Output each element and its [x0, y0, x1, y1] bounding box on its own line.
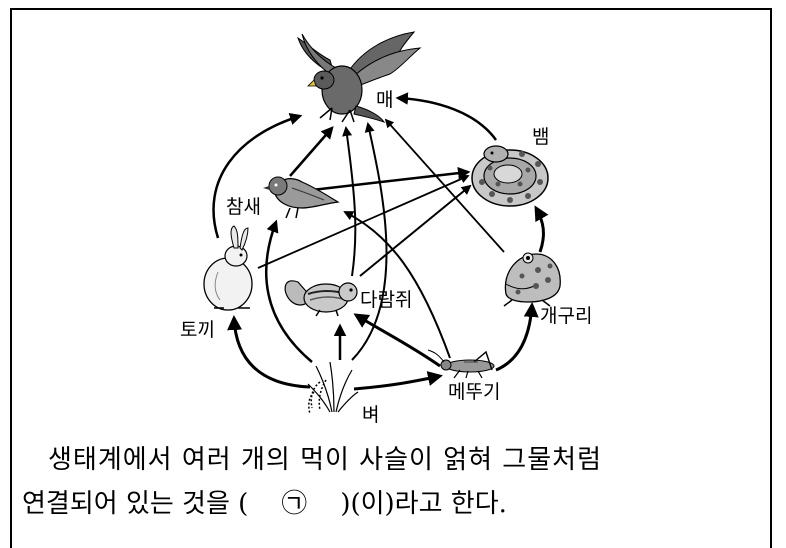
sparrow-icon	[263, 176, 340, 219]
caption-line-2: 연결되어 있는 것을 ( ㉠ )(이)라고 한다.	[22, 482, 762, 526]
snake-icon	[471, 145, 549, 207]
caption-line-2-after: )(이)라고 한다.	[340, 489, 507, 519]
arrow-grasshopper-to-frog	[495, 302, 539, 372]
label-frog: 개구리	[540, 305, 592, 327]
label-hawk: 매	[376, 89, 393, 111]
question-caption: 생태계에서 여러 개의 먹이 사슬이 얽혀 그물처럼 연결되어 있는 것을 ( ㉠…	[22, 438, 762, 526]
arrow-chipmunk-to-hawk	[342, 126, 357, 277]
label-sparrow: 참새	[226, 196, 261, 218]
grasshopper-icon	[427, 349, 495, 379]
rice-plant-icon	[307, 361, 359, 415]
arrow-sparrow-to-hawk	[289, 126, 334, 177]
caption-line-2-before: 연결되어 있는 것을 (	[22, 489, 249, 519]
arrow-rabbit-to-hawk	[212, 112, 303, 239]
rabbit-icon	[203, 225, 253, 311]
caption-line-1: 생태계에서 여러 개의 먹이 사슬이 얽혀 그물처럼	[48, 445, 602, 475]
arrow-rice-to-hawk	[351, 122, 388, 361]
label-rice: 벼	[362, 404, 379, 426]
label-grasshopper: 메뚜기	[448, 381, 500, 403]
chipmunk-icon	[284, 280, 358, 317]
question-frame	[10, 8, 772, 548]
hawk-icon	[297, 31, 422, 123]
arrow-grasshopper-to-chipmunk	[353, 313, 441, 368]
arrow-rice-to-rabbit	[227, 315, 311, 389]
frog-icon	[503, 252, 561, 307]
label-rabbit: 토끼	[180, 319, 215, 341]
arrow-rice-to-sparrow	[265, 219, 313, 363]
arrow-rice-to-grasshopper	[353, 371, 443, 391]
answer-blank-mark: ㉠	[281, 489, 308, 519]
arrow-rabbit-to-snake	[257, 174, 470, 269]
food-web-diagram: 매 뱀 참새 다람쥐 토끼 개구리 메뚜기 벼	[180, 31, 592, 426]
arrow-chipmunk-to-snake	[359, 184, 472, 277]
arrow-sparrow-to-snake	[311, 166, 471, 192]
label-chipmunk: 다람쥐	[360, 289, 412, 311]
food-web-arrows	[212, 92, 549, 391]
arrow-frog-to-hawk	[384, 118, 505, 253]
arrow-grasshopper-to-sparrow	[343, 211, 451, 359]
label-snake: 뱀	[532, 126, 549, 148]
arrow-frog-to-snake	[534, 205, 549, 253]
arrow-snake-to-hawk	[395, 92, 498, 141]
